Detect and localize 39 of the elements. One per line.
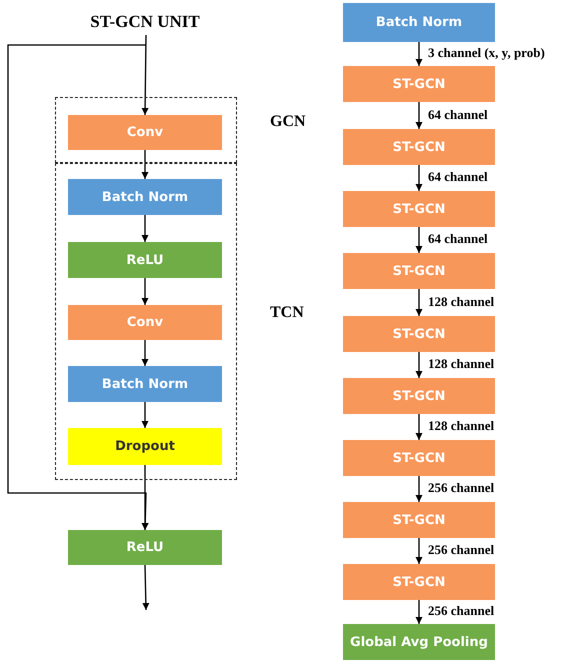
relu-box: ReLU [68,530,222,565]
arrow [7,44,149,530]
arrow [416,289,422,316]
arrow [416,538,422,564]
arrow [142,215,148,242]
arrow [416,165,422,191]
st-gcn-box: ST-GCN [343,253,495,289]
arrow [416,42,422,66]
arrow [142,564,150,610]
arrow [142,150,148,179]
arrow [142,340,148,366]
group-heading: GCN [270,113,306,131]
arrow [142,402,148,428]
batch-norm-box: Batch Norm [68,179,222,215]
st-gcn-box: ST-GCN [343,564,495,600]
conv-layer-box: Conv [68,305,222,340]
st-gcn-box: ST-GCN [343,129,495,165]
arrow [416,227,422,253]
arrow [416,414,422,440]
st-gcn-box: ST-GCN [343,316,495,352]
batch-norm-box: Batch Norm [343,3,495,42]
arrow [142,35,149,115]
st-gcn-box: ST-GCN [343,440,495,476]
relu-box: ReLU [68,242,222,278]
pooling-box: Global Avg Pooling [343,624,495,660]
arrow [416,476,422,502]
arrow [416,352,422,378]
batch-norm-box: Batch Norm [68,366,222,402]
conv-layer-box: Conv [68,115,222,150]
st-gcn-box: ST-GCN [343,378,495,414]
dropout-box: Dropout [68,428,222,465]
arrow [416,102,422,129]
st-gcn-box: ST-GCN [343,191,495,227]
arrow [142,278,148,305]
st-gcn-box: ST-GCN [343,502,495,538]
arrow [416,600,422,624]
group-heading: TCN [270,304,304,322]
st-gcn-box: ST-GCN [343,66,495,102]
edge-label: 3 channel (x, y, prob) [427,45,546,61]
